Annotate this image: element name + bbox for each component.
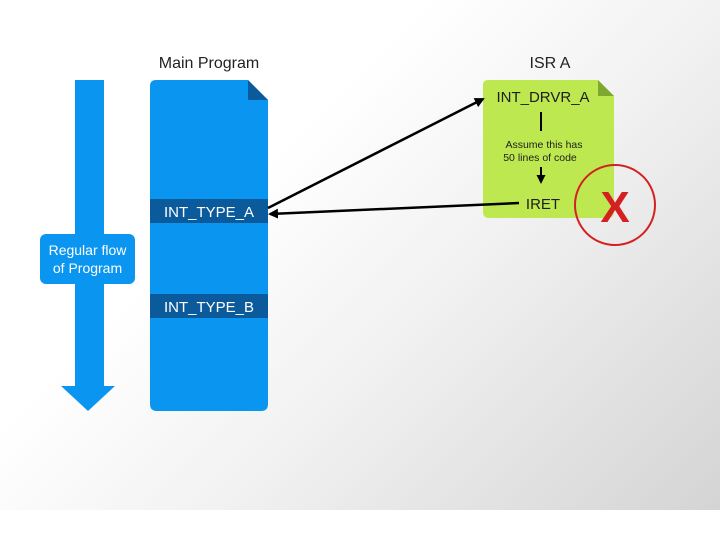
main-program-body xyxy=(150,80,268,411)
int-type-b-label: INT_TYPE_B xyxy=(164,299,254,316)
isr-note-line2: 50 lines of code xyxy=(503,152,577,164)
rejected-marker: X xyxy=(574,164,656,246)
isr-note-line1: Assume this has xyxy=(505,139,582,151)
int-type-a-row xyxy=(150,199,268,223)
x-mark-icon: X xyxy=(600,183,629,232)
isr-a-document: INT_DRVR_A Assume this has 50 lines of c… xyxy=(483,80,614,218)
main-program-title: Main Program xyxy=(159,55,259,72)
main-program-document: INT_TYPE_A INT_TYPE_B xyxy=(150,80,268,411)
flow-arrow-head xyxy=(61,386,115,411)
flow-label-line1: Regular flow xyxy=(49,242,128,258)
isr-fold xyxy=(598,80,614,96)
flow-label-line2: of Program xyxy=(53,260,122,276)
flow-arrow-shaft xyxy=(75,80,104,386)
regular-flow-arrow xyxy=(61,80,115,411)
regular-flow-label: Regular flow of Program xyxy=(40,234,135,284)
marker-circle xyxy=(574,164,656,246)
isr-driver-label: INT_DRVR_A xyxy=(496,89,589,106)
interrupt-return-arrow xyxy=(268,201,520,219)
isr-title: ISR A xyxy=(530,55,571,72)
flow-label-box xyxy=(40,234,135,284)
main-program-fold xyxy=(248,80,268,100)
int-type-a-label: INT_TYPE_A xyxy=(164,204,254,221)
isr-return-label: IRET xyxy=(526,196,560,213)
interrupt-call-arrow xyxy=(267,97,485,210)
int-type-b-row xyxy=(150,294,268,318)
